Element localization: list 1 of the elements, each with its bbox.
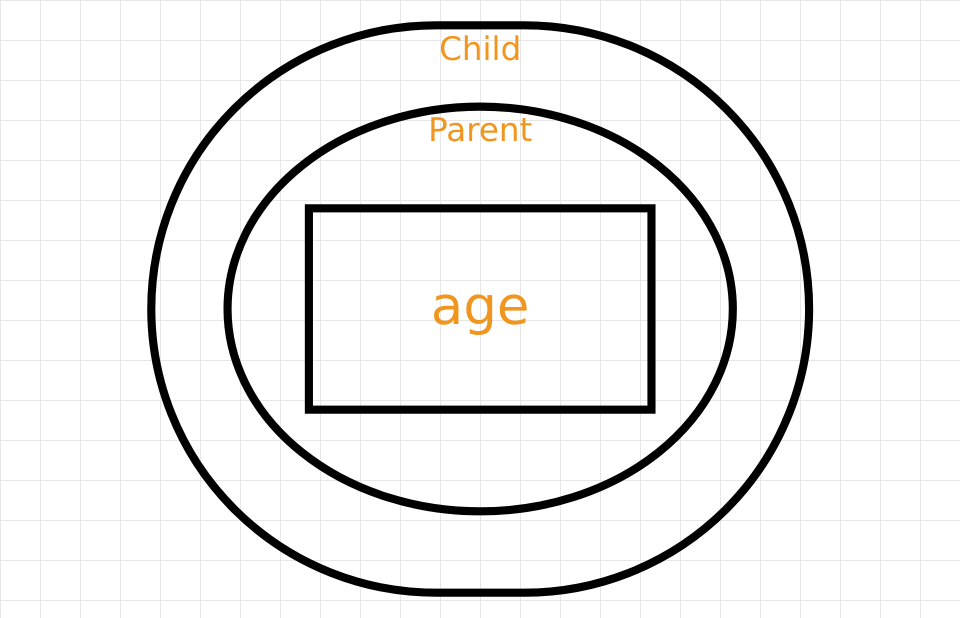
node-box: age — [304, 204, 656, 414]
